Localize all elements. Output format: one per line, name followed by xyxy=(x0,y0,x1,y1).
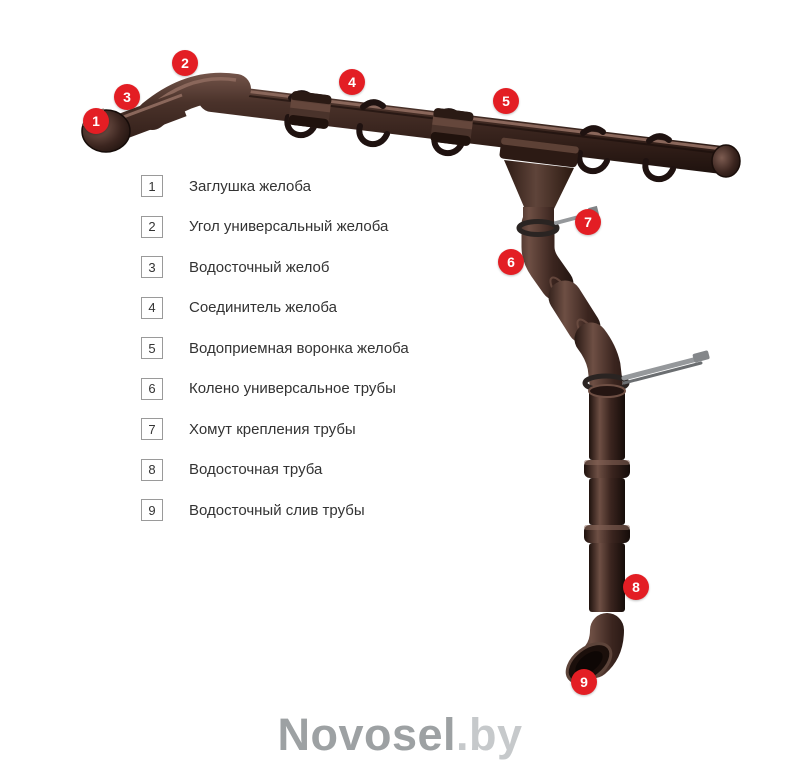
legend-number-box: 5 xyxy=(141,337,163,359)
marker-5: 5 xyxy=(493,88,519,114)
watermark-logo: Novosel.by xyxy=(0,709,800,761)
legend-label: Водосточный желоб xyxy=(189,258,330,276)
marker-4: 4 xyxy=(339,69,365,95)
legend-label: Заглушка желоба xyxy=(189,177,311,195)
legend-item-1: 1 Заглушка желоба xyxy=(141,175,409,197)
legend-number-box: 9 xyxy=(141,499,163,521)
legend-item-5: 5 Водоприемная воронка желоба xyxy=(141,337,409,359)
legend-number-box: 2 xyxy=(141,215,163,238)
legend-number-box: 1 xyxy=(141,175,163,197)
gutter-connector xyxy=(288,91,332,129)
marker-7: 7 xyxy=(575,209,601,235)
legend-number-box: 6 xyxy=(141,377,163,400)
legend-label: Водоприемная воронка желоба xyxy=(189,339,409,357)
pipe-elbow-lower xyxy=(574,322,623,400)
marker-6: 6 xyxy=(498,249,524,275)
pipe-clamp-lower xyxy=(582,350,710,393)
legend-label: Соединитель желоба xyxy=(189,299,337,316)
marker-8: 8 xyxy=(623,574,649,600)
legend-label: Колено универсальное трубы xyxy=(189,380,396,397)
legend-item-2: 2 Угол универсальный желоба xyxy=(141,215,409,238)
marker-9: 9 xyxy=(571,669,597,695)
legend-item-9: 9 Водосточный слив трубы xyxy=(141,499,409,521)
legend-number-box: 7 xyxy=(141,418,163,440)
legend-item-8: 8 Водосточная труба xyxy=(141,458,409,481)
legend-label: Хомут крепления трубы xyxy=(189,420,356,438)
downpipe xyxy=(584,384,630,612)
marker-3: 3 xyxy=(114,84,140,110)
watermark-brand: Novosel xyxy=(277,709,457,760)
legend-label: Водосточная труба xyxy=(189,461,323,478)
legend-item-4: 4 Соединитель желоба xyxy=(141,296,409,319)
watermark-domain: .by xyxy=(456,709,523,760)
legend-item-3: 3 Водосточный желоб xyxy=(141,256,409,278)
legend-label: Водосточный слив трубы xyxy=(189,501,365,519)
gutter-connector xyxy=(430,108,474,146)
legend-item-7: 7 Хомут крепления трубы xyxy=(141,418,409,440)
legend: 1 Заглушка желоба 2 Угол универсальный ж… xyxy=(141,175,409,521)
legend-number-box: 3 xyxy=(141,256,163,278)
legend-label: Угол универсальный желоба xyxy=(189,218,389,235)
legend-number-box: 4 xyxy=(141,296,163,319)
marker-1: 1 xyxy=(83,108,109,134)
legend-number-box: 8 xyxy=(141,458,163,481)
legend-item-6: 6 Колено универсальное трубы xyxy=(141,377,409,400)
marker-2: 2 xyxy=(172,50,198,76)
